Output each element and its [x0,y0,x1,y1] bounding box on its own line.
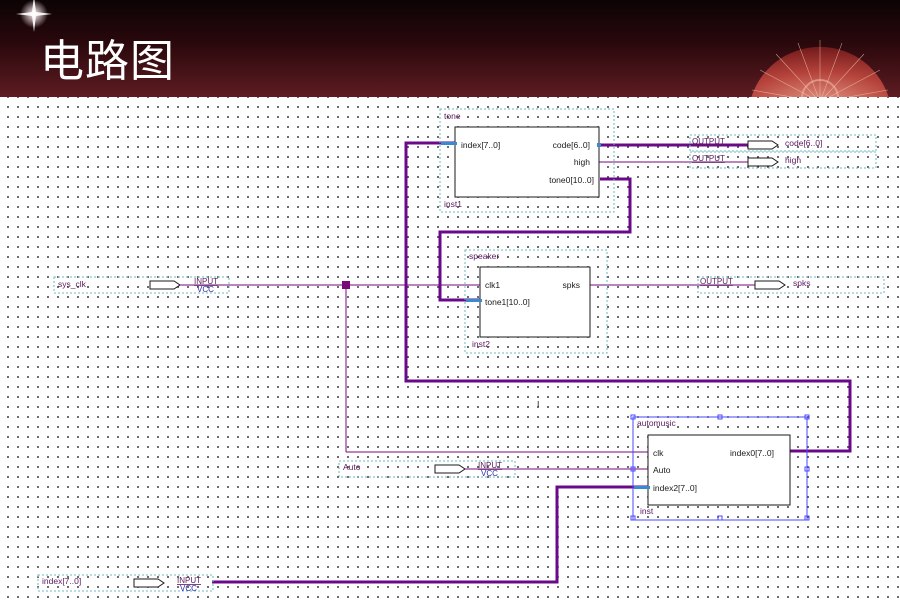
port-tick [597,143,601,147]
port-tick [466,299,482,302]
block-name: speaker [469,251,499,261]
pin-vcc: VCC [481,469,498,478]
port-tick [634,486,650,489]
pin-type: OUTPUT [692,137,725,146]
block-name: automusic [637,418,676,428]
bus-tone0-to-tone1 [438,177,632,302]
output-pin-spks[interactable]: OUTPUT spks [697,276,885,294]
block-body [479,266,591,338]
instance-label: inst [640,506,654,516]
instance-label: inst2 [472,339,490,349]
port-tick [441,142,457,145]
pin-vcc: VCC [180,584,197,593]
port-label: Auto [653,465,671,475]
output-pin-icon [754,280,786,290]
pin-type: INPUT [194,277,218,286]
block-body [454,126,600,198]
input-pin-index[interactable]: index[7..0] INPUT VCC [37,574,214,593]
output-pin-high[interactable]: OUTPUT high [689,151,877,169]
pin-name: sys_clk [58,279,87,289]
block-frame [464,249,608,354]
bus-index0-to-index [404,141,852,453]
slide-header: 电路图 [0,0,900,97]
pin-name: code[6..0] [785,138,822,148]
input-pin-auto[interactable]: Auto INPUT VCC [338,460,516,478]
input-pin-icon [133,578,165,588]
port-label: tone1[10..0] [485,297,530,307]
pin-type: INPUT [177,576,201,585]
sparkle-icon [16,0,52,32]
block-frame [439,108,615,213]
circuit-diagram: tone index[7..0] code[6..0] high tone0[1… [37,108,885,593]
input-pin-icon [149,280,181,290]
pin-vcc: VCC [197,285,214,294]
block-speaker[interactable]: speaker clk1 tone1[10..0] spks inst2 [464,249,608,354]
junction-dot [342,281,350,289]
input-pin-sys-clk[interactable]: sys_clk INPUT VCC [53,276,230,294]
pin-type: OUTPUT [692,154,725,163]
folding-fan-decoration [751,40,889,97]
slide-title: 电路图 [40,36,175,87]
input-pin-icon [434,464,466,474]
block-tone[interactable]: tone index[7..0] code[6..0] high tone0[1… [439,108,615,213]
output-pin-code[interactable]: OUTPUT code[6..0] [689,134,877,152]
port-label: index2[7..0] [653,483,697,493]
output-pin-icon [747,157,779,167]
port-label: tone0[10..0] [549,175,594,185]
block-name: tone [444,111,461,121]
text-cursor: I [537,399,539,409]
port-label: spks [563,280,580,290]
pin-name: Auto [343,462,361,472]
block-automusic[interactable]: automusic clk Auto index2[7..0] index0[7… [630,414,810,521]
pin-name: index[7..0] [42,576,81,586]
schematic-canvas: tone index[7..0] code[6..0] high tone0[1… [0,97,900,600]
pin-type: INPUT [478,461,502,470]
pin-name: spks [793,278,810,288]
port-label: clk [653,448,664,458]
block-body [647,434,791,506]
pin-name: high [785,155,801,165]
bus-index-to-index2 [212,485,648,584]
port-label: index0[7..0] [730,448,774,458]
selection-handles [630,414,810,521]
wires [228,161,758,470]
output-pin-icon [747,140,779,150]
port-label: high [574,157,590,167]
port-label: clk1 [485,280,500,290]
pin-type: OUTPUT [700,277,733,286]
buses [212,141,852,584]
port-label: code[6..0] [553,140,590,150]
port-label: index[7..0] [461,140,500,150]
instance-label: inst1 [444,199,462,209]
